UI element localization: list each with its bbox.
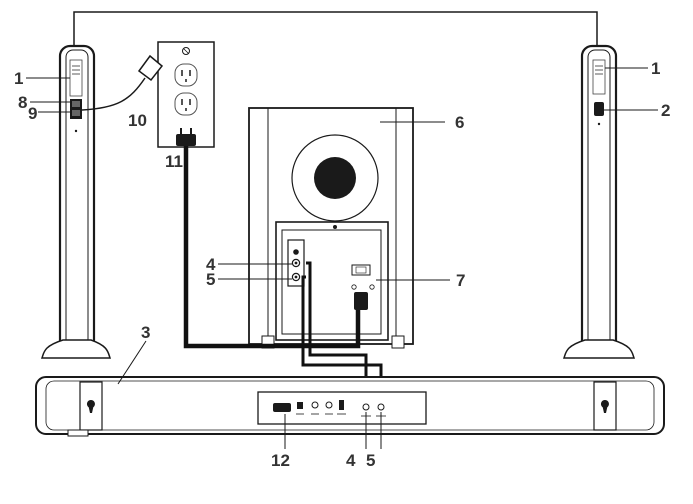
callout-soundbar-out-a: 4 — [346, 451, 356, 470]
callout-sub-input-a: 4 — [206, 255, 216, 274]
callout-sub-power-socket: 7 — [456, 271, 466, 290]
left-tower-speaker — [40, 44, 112, 359]
callout-sub-input-b: 5 — [206, 270, 216, 289]
callout-right-tower-top: 1 — [651, 59, 661, 78]
tower-link-wire — [73, 11, 598, 50]
callout-left-tower-top: 1 — [14, 69, 24, 88]
wall-outlet — [157, 41, 215, 148]
power-cord — [183, 146, 361, 349]
callout-subwoofer: 6 — [455, 113, 465, 132]
soundbar — [35, 376, 665, 437]
callout-soundbar: 3 — [141, 323, 151, 342]
callout-soundbar-out-b: 5 — [366, 451, 376, 470]
cable-4 — [306, 261, 368, 396]
callout-power-plug: 11 — [165, 152, 183, 171]
power-adapter — [81, 54, 164, 111]
cable-5 — [301, 275, 383, 396]
right-tower-speaker — [562, 44, 636, 359]
callout-leaders — [26, 67, 658, 449]
callout-left-tower-port-b: 9 — [28, 104, 38, 123]
callout-right-tower-port: 2 — [661, 101, 671, 120]
callout-soundbar-port-panel: 12 — [271, 451, 290, 470]
callout-adapter: 10 — [128, 111, 147, 130]
subwoofer — [248, 107, 414, 349]
callout-left-tower-port-a: 8 — [18, 93, 28, 112]
